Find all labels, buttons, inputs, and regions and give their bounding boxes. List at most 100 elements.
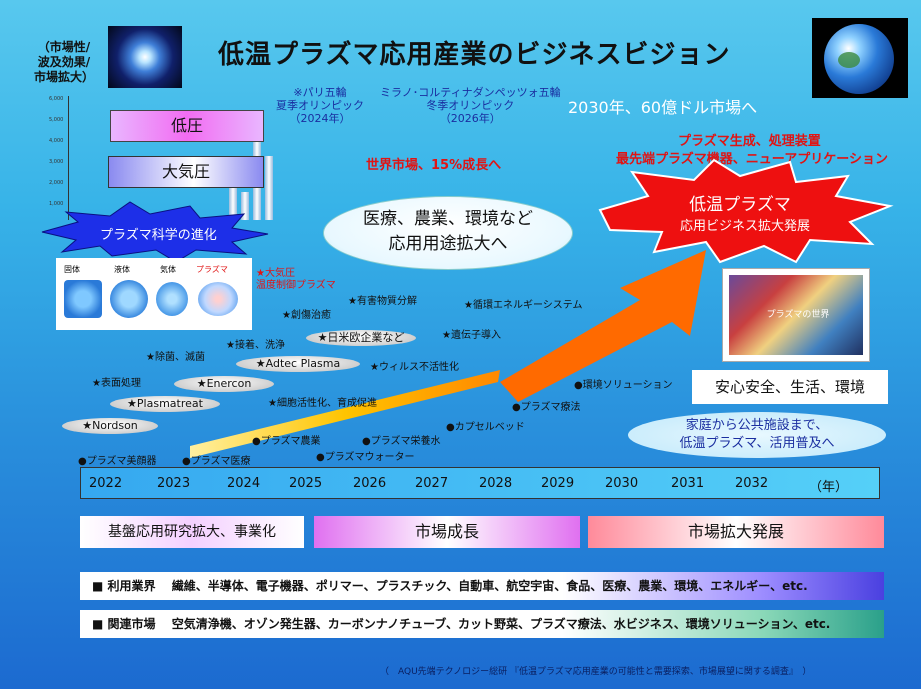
company-badge: ★Plasmatreat (110, 396, 220, 412)
mini-tick: 6,000 (49, 96, 64, 102)
page-title: 低温プラズマ応用産業のビジネスビジョン (218, 40, 731, 70)
plasma-world-label: プラズマの世界 (766, 310, 830, 320)
business-burst-line2: 応用ビジネス拡大発展 (680, 219, 811, 234)
application-bubble: 医療、農業、環境など 応用用途拡大へ (323, 196, 573, 270)
atmospheric-box: 大気圧 (108, 156, 264, 188)
plasma-equipment-line2: 最先端プラズマ機器、ニューアプリケーション (616, 152, 888, 167)
paris-olympics-note: ※パリ五輪 夏季オリンピック （2024年） (276, 86, 364, 125)
star-item: ★表面処理 (92, 378, 141, 389)
low-pressure-box: 低圧 (110, 110, 264, 142)
year-label: 2032 (735, 476, 769, 491)
plasma-equipment-line1: プラズマ生成、処理装置 (678, 134, 821, 149)
y-axis-label-line: 波及効果/ (37, 55, 91, 69)
year-label: 2027 (415, 476, 449, 491)
liquid-illustration (110, 280, 148, 318)
state-label: プラズマ (196, 265, 228, 274)
company-badge: ★Adtec Plasma (236, 356, 360, 372)
mini-bar (265, 156, 273, 220)
year-label: 2029 (541, 476, 575, 491)
year-label: 2031 (671, 476, 705, 491)
mini-tick: 5,000 (49, 117, 64, 123)
dot-item: ●プラズマ美顔器 (78, 456, 157, 467)
state-label: 気体 (160, 265, 176, 274)
world-market-growth: 世界市場、15%成長へ (366, 158, 502, 173)
year-timeline: 2022 2023 2024 2025 2026 2027 2028 2029 … (80, 467, 880, 499)
star-item: ★大気圧 温度制御プラズマ (256, 268, 336, 291)
note-line: ※パリ五輪 (293, 86, 347, 99)
year-label: 2023 (157, 476, 191, 491)
star-item: ★循環エネルギーシステム (464, 300, 583, 311)
year-label: 2022 (89, 476, 123, 491)
mini-bar (229, 182, 237, 220)
dot-item: ●カプセルベッド (446, 422, 525, 433)
star-item: ★有害物質分解 (348, 296, 417, 307)
application-bubble-line1: 医療、農業、環境など (363, 209, 533, 229)
growth-arrow-body (190, 370, 500, 458)
dot-item: ●プラズマ療法 (512, 402, 581, 413)
note-line: 冬季オリンピック (426, 99, 515, 112)
plasma-world-image: プラズマの世界 (722, 268, 870, 362)
business-burst (598, 158, 894, 264)
y-axis-label-line: 市場拡大） (33, 70, 94, 84)
star-item: ★創傷治癒 (282, 310, 331, 321)
note-line: （2026年） (439, 112, 501, 125)
target-2030: 2030年、60億ドル市場へ (568, 98, 758, 117)
science-burst (41, 201, 269, 263)
plasma-illustration (198, 282, 238, 316)
star-item: ★遺伝子導入 (442, 330, 501, 341)
y-axis-label: （市場性/ 波及効果/ 市場拡大） (28, 40, 100, 85)
mini-tick: 3,000 (49, 159, 64, 165)
state-label: 液体 (114, 265, 130, 274)
growth-arrow-head (500, 250, 706, 402)
year-label: 2024 (227, 476, 261, 491)
adoption-bubble-line2: 低温プラズマ、活用普及へ (679, 436, 835, 451)
dot-item: ●プラズマ栄養水 (362, 436, 441, 447)
phase-market-expansion: 市場拡大発展 (588, 516, 884, 548)
gas-illustration (156, 282, 188, 316)
company-badge: ★日米欧企業など (306, 330, 416, 346)
year-label: 2030 (605, 476, 639, 491)
note-line: 夏季オリンピック (276, 99, 364, 112)
industries-row: ■ 利用業界 繊維、半導体、電子機器、ポリマー、プラスチック、自動車、航空宇宙、… (80, 572, 884, 600)
mini-tick: 4,000 (49, 138, 64, 144)
mini-bar (241, 192, 249, 220)
year-label: 2025 (289, 476, 323, 491)
year-label: 2026 (353, 476, 387, 491)
dot-item: ●プラズマ医療 (182, 456, 251, 467)
adoption-bubble-line1: 家庭から公共施設まで、 (685, 418, 829, 433)
safety-living-box: 安心安全、生活、環境 (692, 370, 888, 404)
science-progress-label: プラズマ科学の進化 (100, 228, 217, 243)
mini-tick: 2,000 (49, 180, 64, 186)
star-item: ★除菌、滅菌 (146, 352, 205, 363)
dot-item: ●プラズマウォーター (316, 452, 415, 463)
state-label: 固体 (64, 265, 80, 274)
earth-photo (812, 18, 908, 98)
dot-item: ●環境ソリューション (574, 380, 673, 391)
business-burst-text: 低温プラズマ 応用ビジネス拡大発展 (680, 190, 811, 234)
dot-item: ●プラズマ農業 (252, 436, 321, 447)
company-badge: ★Nordson (62, 418, 158, 434)
source-citation: （ AQU先端テクノロジー総研 『低温プラズマ応用産業の可能性と需要探索、市場展… (380, 667, 812, 677)
plasma-photo (108, 26, 182, 88)
mini-tick: 1,000 (49, 201, 64, 207)
adoption-bubble: 家庭から公共施設まで、 低温プラズマ、活用普及へ (628, 412, 886, 458)
related-markets-row: ■ 関連市場 空気清浄機、オゾン発生器、カーボンナノチューブ、カット野菜、プラズ… (80, 610, 884, 638)
star-item: ★接着、洗浄 (226, 340, 285, 351)
phase-market-growth: 市場成長 (314, 516, 580, 548)
star-item: ★ウィルス不活性化 (370, 362, 459, 373)
application-bubble-line2: 応用用途拡大へ (388, 234, 508, 254)
note-line: ミラノ･コルティナダンペッツォ五輪 (380, 86, 561, 99)
earth-globe (824, 24, 894, 94)
company-badge: ★Enercon (174, 376, 274, 392)
year-label: （年） (809, 480, 849, 495)
plasma-world-collage (729, 275, 863, 355)
milano-olympics-note: ミラノ･コルティナダンペッツォ五輪 冬季オリンピック （2026年） (380, 86, 561, 125)
matter-states-image: 固体 液体 気体 プラズマ (56, 258, 252, 330)
solid-illustration (64, 280, 102, 318)
y-axis-label-line: （市場性/ (37, 40, 91, 54)
year-label: 2028 (479, 476, 513, 491)
phase-foundation: 基盤応用研究拡大、事業化 (80, 516, 304, 548)
star-item: ★細胞活性化、育成促進 (268, 398, 377, 409)
note-line: （2024年） (289, 112, 351, 125)
